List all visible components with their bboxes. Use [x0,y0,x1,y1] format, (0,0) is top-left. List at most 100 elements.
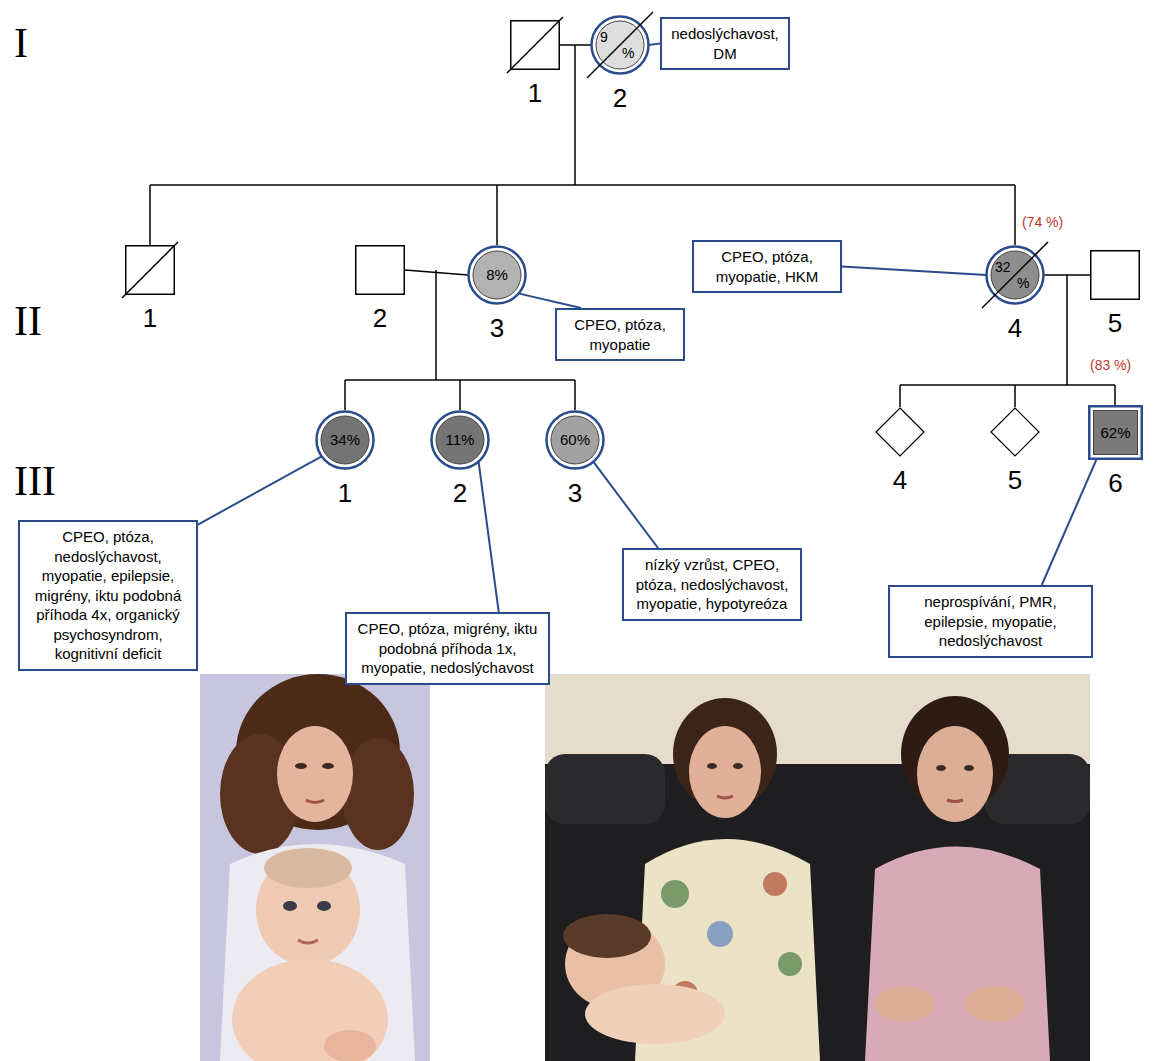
descent-line [574,45,576,185]
square-outline [356,246,405,295]
photo-family [545,674,1090,1061]
connector [519,294,581,308]
photo-mother-child [200,674,430,1061]
connector-line [1044,274,1090,276]
annotation-box: nízký vzrůst, CPEO, ptóza, nedoslýchavos… [622,548,802,621]
connector-line [198,457,321,525]
annotation-text: CPEO, ptóza, myopatie [564,315,676,354]
square-symbol: 2 [355,245,405,295]
ring-symbol: 11%2 [430,410,490,470]
heteroplasmy-value: 9 % [622,29,636,61]
square-symbol: 1 [125,245,175,295]
descent-line [149,185,151,245]
descent-line [435,270,437,380]
connector-line [405,270,468,275]
annotation-box: CPEO, ptóza, myopatie, HKM [692,240,842,293]
heteroplasmy-value: 32 % [1017,259,1031,291]
annotation-text: nedoslýchavost, DM [669,24,781,63]
generation-label: II [14,300,42,342]
connector [560,45,591,46]
heteroplasmy-value: 11% [430,431,490,449]
connector [405,270,468,275]
square-outline [1091,251,1140,300]
heteroplasmy-value: 60% [545,431,605,449]
individual-number: 3 [447,315,547,341]
ring-symbol: 34%1 [315,410,375,470]
deceased-slash [507,17,563,73]
annotation-box: CPEO, ptóza, migrény, iktu podobná přího… [345,612,550,685]
individual-number: 5 [1070,310,1160,336]
dsquare-symbol: (83 %)62%6 [1088,405,1143,460]
descent-lines [150,45,1115,410]
symbol-outline [355,245,405,295]
ring-symbol: 60%3 [545,410,605,470]
descent-line [899,385,901,407]
heteroplasmy-value: (83 %) [1090,357,1131,374]
symbol-outline [875,407,925,457]
connector [198,457,321,525]
descent-line [496,185,498,245]
connector-line [842,267,986,276]
annotation-text: neprospívání, PMR, epilepsie, myopatie, … [897,592,1084,651]
individual-number: 4 [855,467,945,493]
annotation-text: CPEO, ptóza, migrény, iktu podobná přího… [354,619,541,678]
individual-number: 2 [570,85,670,111]
diamond-symbol: 4 [875,407,925,457]
individual-number: 2 [335,305,425,331]
individual-number: 1 [295,480,395,506]
connector-line [479,462,499,612]
descent-line [459,380,461,410]
descent-line [1014,185,1016,245]
annotation-box: CPEO, ptóza, myopatie [555,308,685,361]
symbol-outline [125,245,175,295]
connector-line [560,44,591,46]
square-symbol: 5 [1090,250,1140,300]
symbol-outline [590,15,650,75]
ring-symbol: 9 %2 [590,15,650,75]
deceased-slash [122,242,178,298]
symbol-outline [985,245,1045,305]
individual-number: 1 [105,305,195,331]
symbol-outline [510,20,560,70]
descent-line [1014,385,1016,407]
descent-line [1066,275,1068,385]
individual-number: 1 [490,80,580,106]
sibship-line [150,184,1015,186]
heteroplasmy-value: 62% [1088,424,1143,442]
individual-number: 2 [410,480,510,506]
connector [1042,460,1097,585]
generation-label: III [14,460,56,502]
diamond-outline [991,408,1039,456]
connector [649,44,660,46]
deceased-slash [587,12,653,78]
annotation-box: nedoslýchavost, DM [660,17,790,70]
ring-symbol: 8%3 [467,245,527,305]
connector-line [1042,460,1097,585]
generation-label: I [14,22,28,64]
annotation-text: nízký vzrůst, CPEO, ptóza, nedoslýchavos… [631,555,793,614]
individual-number: 5 [970,467,1060,493]
diamond-symbol: 5 [990,407,1040,457]
descent-line [1114,385,1116,405]
annotation-text: CPEO, ptóza, nedoslýchavost, myopatie, e… [27,527,189,664]
connector [1044,275,1090,276]
diamond-outline [876,408,924,456]
symbol-outline [1090,250,1140,300]
square-symbol: 1 [510,20,560,70]
annotation-text: CPEO, ptóza, myopatie, HKM [701,247,833,286]
heteroplasmy-value: (74 %) [1022,214,1063,231]
annotation-box: neprospívání, PMR, epilepsie, myopatie, … [888,585,1093,658]
heteroplasmy-value: 8% [467,266,527,284]
ring-symbol: (74 %)32 %4 [985,245,1045,305]
connector [479,462,499,612]
sibship-line [900,384,1115,386]
connector-line [594,462,658,548]
annotation-box: CPEO, ptóza, nedoslýchavost, myopatie, e… [18,520,198,671]
descent-line [574,380,576,410]
individual-number: 4 [965,315,1065,341]
heteroplasmy-value: 34% [315,431,375,449]
connector-line [519,294,581,308]
individual-number: 6 [1068,470,1163,496]
connector [842,267,986,276]
connector-line [649,44,660,46]
